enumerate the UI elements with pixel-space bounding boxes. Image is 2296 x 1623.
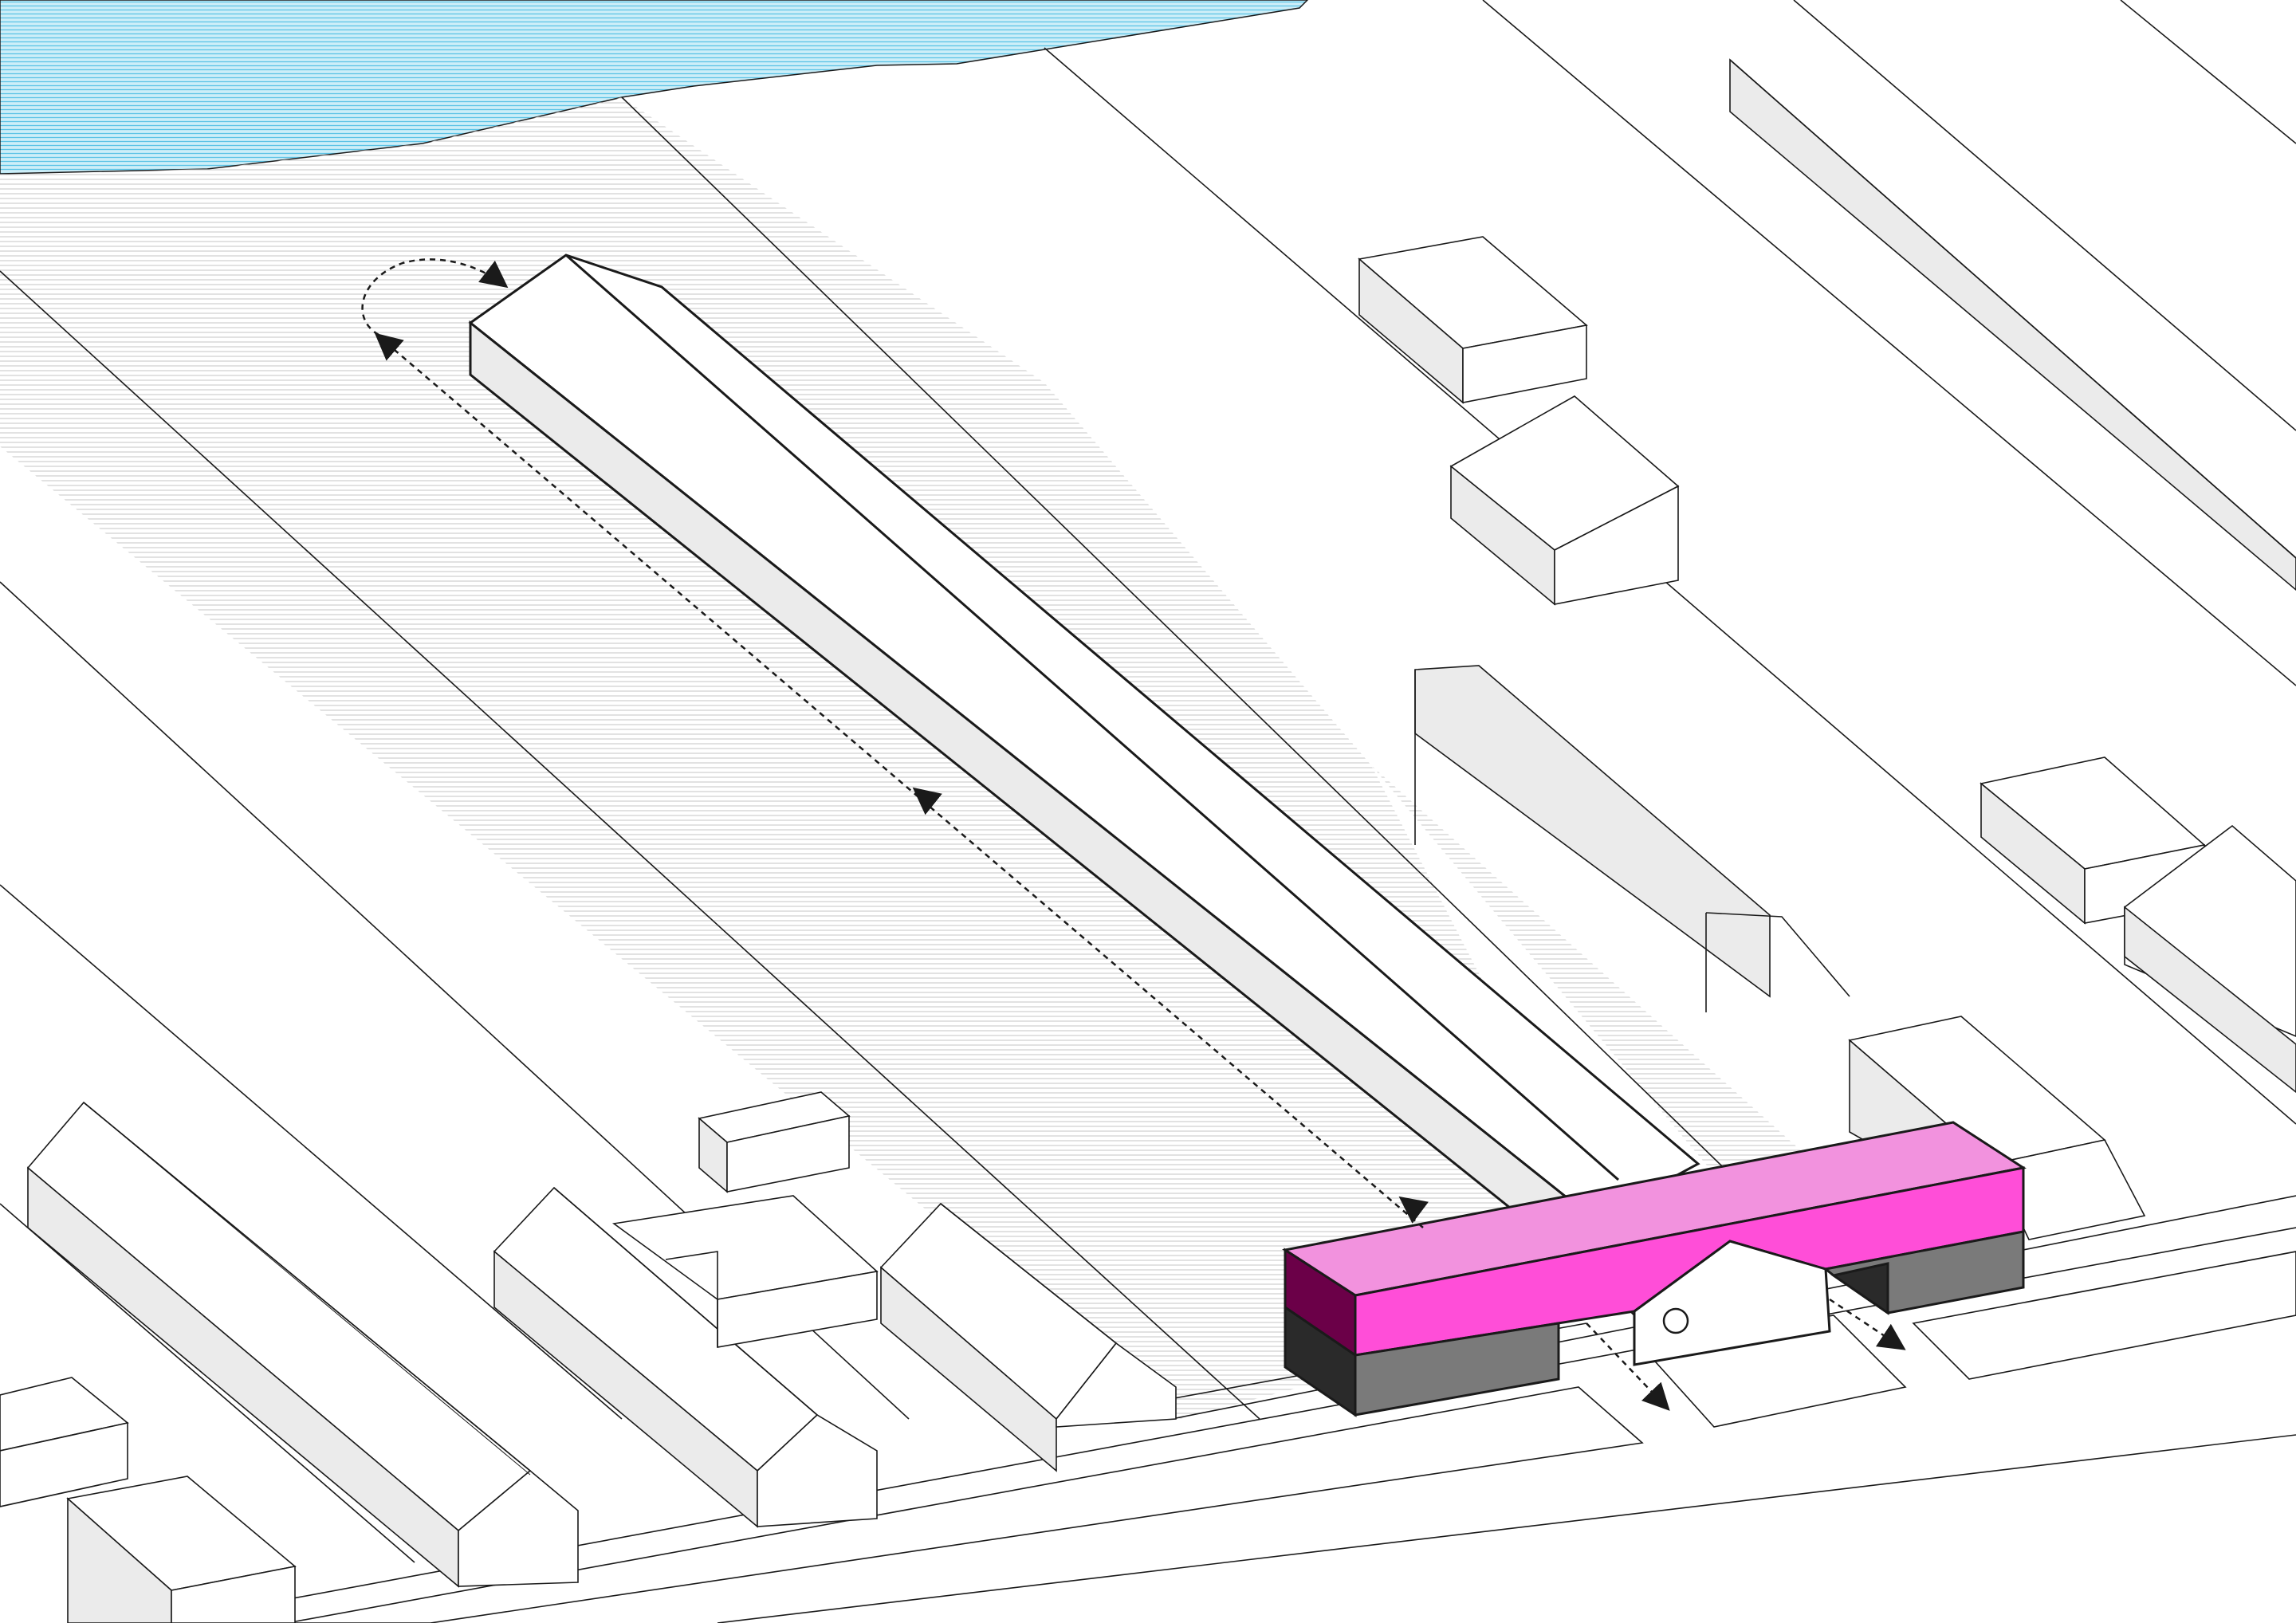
circle-window-icon <box>1664 1309 1688 1333</box>
